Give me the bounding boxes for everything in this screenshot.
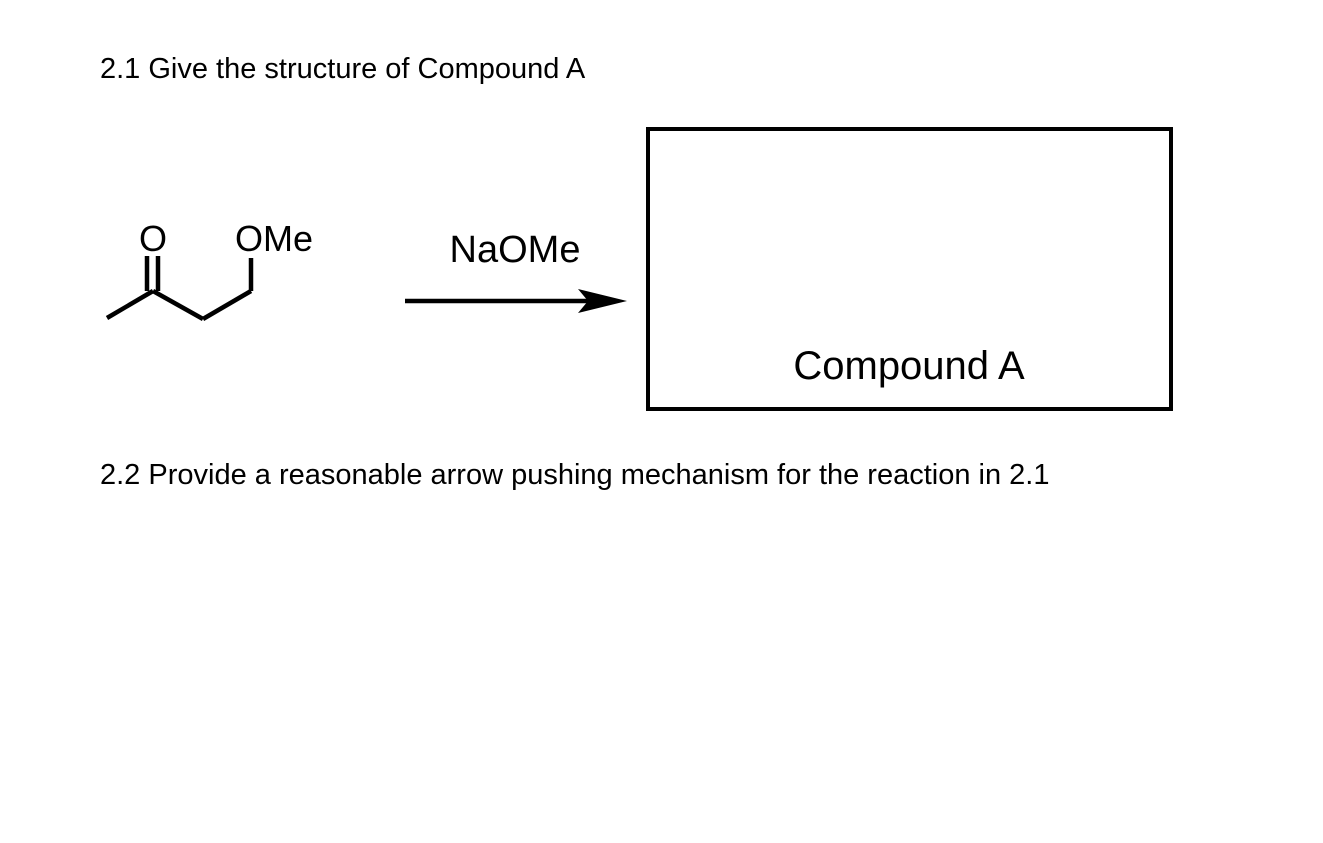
reagent-label: NaOMe	[450, 229, 581, 271]
question-2-2: 2.2 Provide a reasonable arrow pushing m…	[100, 459, 1050, 491]
bond-carbonyl-ch2	[151, 289, 205, 321]
product-answer-box[interactable]	[646, 127, 1173, 411]
reaction-arrow-head	[578, 289, 627, 313]
methoxy-label: OMe	[235, 218, 313, 259]
starting-material-structure	[105, 256, 254, 321]
reaction-arrow	[405, 289, 627, 313]
product-box-label: Compound A	[793, 344, 1025, 388]
question-2-1: 2.1 Give the structure of Compound A	[100, 53, 586, 85]
carbonyl-oxygen-label: O	[139, 218, 167, 259]
bond-methyl-carbonyl	[105, 289, 155, 320]
bond-ch2-ch2	[201, 289, 253, 321]
